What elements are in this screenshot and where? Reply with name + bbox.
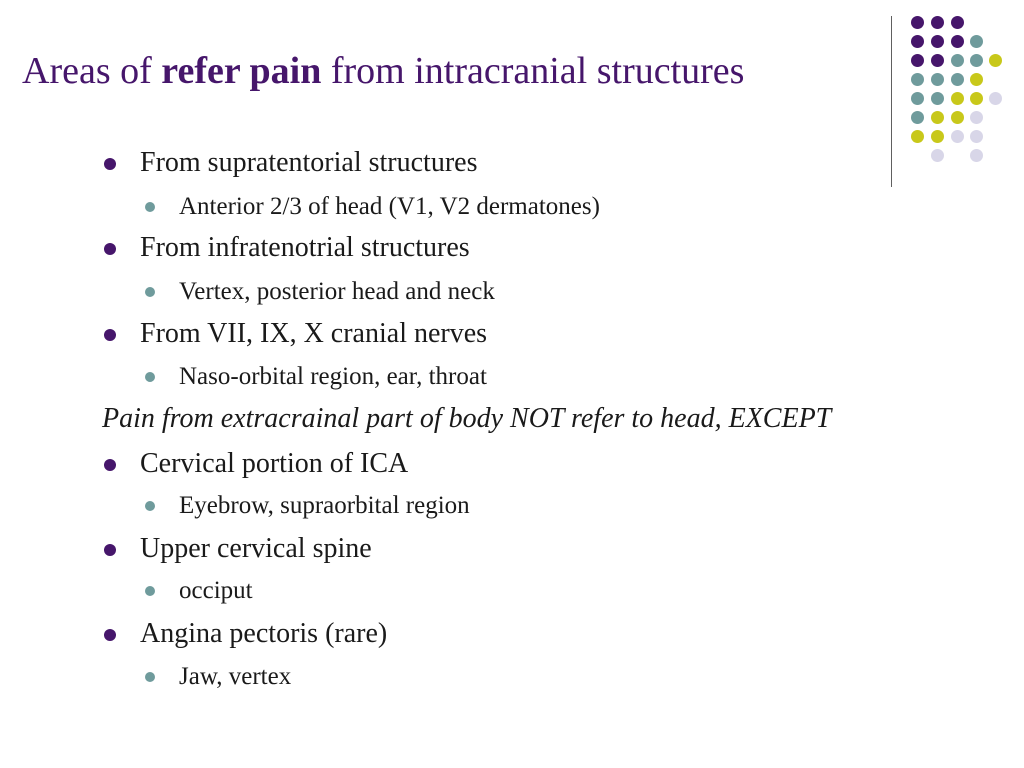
bullet-dot [104, 629, 116, 641]
decorative-dot [910, 53, 924, 67]
decorative-dot [969, 72, 983, 86]
decorative-dot [969, 34, 983, 48]
subbullet-dot [145, 586, 155, 596]
bullet-6-text: Angina pectoris (rare) [140, 618, 388, 649]
slide-title: Areas of refer pain from intracranial st… [22, 46, 744, 96]
decorative-dot [930, 91, 944, 105]
title-prefix: Areas of [22, 50, 162, 92]
decorative-dot [969, 129, 983, 143]
subbullet-dot [145, 372, 155, 382]
decorative-dot [930, 129, 944, 143]
subbullet-dot [145, 672, 155, 682]
bullet-dot [104, 544, 116, 556]
decorative-dot [930, 148, 944, 162]
bullet-5-text: Upper cervical spine [140, 533, 372, 564]
bullet-dot [104, 243, 116, 255]
decorative-dot [930, 53, 944, 67]
bullet-1-text: From supratentorial structures [140, 147, 478, 178]
subbullet-dot [145, 202, 155, 212]
bullet-4-text: Cervical portion of ICA [140, 448, 409, 479]
decorative-dot [969, 53, 983, 67]
subbullet-dot [145, 287, 155, 297]
decorative-dot [969, 148, 983, 162]
subbullet-1-text: Anterior 2/3 of head (V1, V2 dermatones) [179, 193, 600, 220]
title-divider [891, 16, 892, 187]
subbullet-6-text: Jaw, vertex [179, 663, 292, 690]
title-suffix: from intracranial structures [321, 50, 745, 92]
decorative-dot [930, 34, 944, 48]
bullet-2-text: From infratenotrial structures [140, 232, 470, 263]
decorative-dot [930, 15, 944, 29]
decorative-dot [969, 110, 983, 124]
subbullet-5-text: occiput [179, 577, 253, 604]
decorative-dot [910, 34, 924, 48]
decorative-dot [930, 72, 944, 86]
decorative-dot [988, 53, 1002, 67]
bullet-3-text: From VII, IX, X cranial nerves [140, 318, 488, 349]
bullet-dot [104, 329, 116, 341]
note-text: Pain from extracrainal part of body NOT … [102, 403, 832, 434]
bullet-dot [104, 459, 116, 471]
decorative-dot [910, 110, 924, 124]
decorative-dot [950, 110, 964, 124]
subbullet-4-text: Eyebrow, supraorbital region [179, 492, 470, 519]
decorative-dot [969, 91, 983, 105]
subbullet-2-text: Vertex, posterior head and neck [179, 278, 495, 305]
decorative-dot [950, 15, 964, 29]
decorative-dot [910, 91, 924, 105]
decorative-dot [910, 129, 924, 143]
bullet-dot [104, 158, 116, 170]
decorative-dot [988, 91, 1002, 105]
decorative-dot [950, 53, 964, 67]
decorative-dot [950, 91, 964, 105]
decorative-dot [950, 72, 964, 86]
decorative-dot [950, 129, 964, 143]
decorative-dot [950, 34, 964, 48]
title-emphasis: refer pain [161, 50, 322, 92]
decorative-dot [930, 110, 944, 124]
decorative-dot [910, 72, 924, 86]
subbullet-3-text: Naso-orbital region, ear, throat [179, 363, 487, 390]
subbullet-dot [145, 501, 155, 511]
decorative-dot [910, 15, 924, 29]
